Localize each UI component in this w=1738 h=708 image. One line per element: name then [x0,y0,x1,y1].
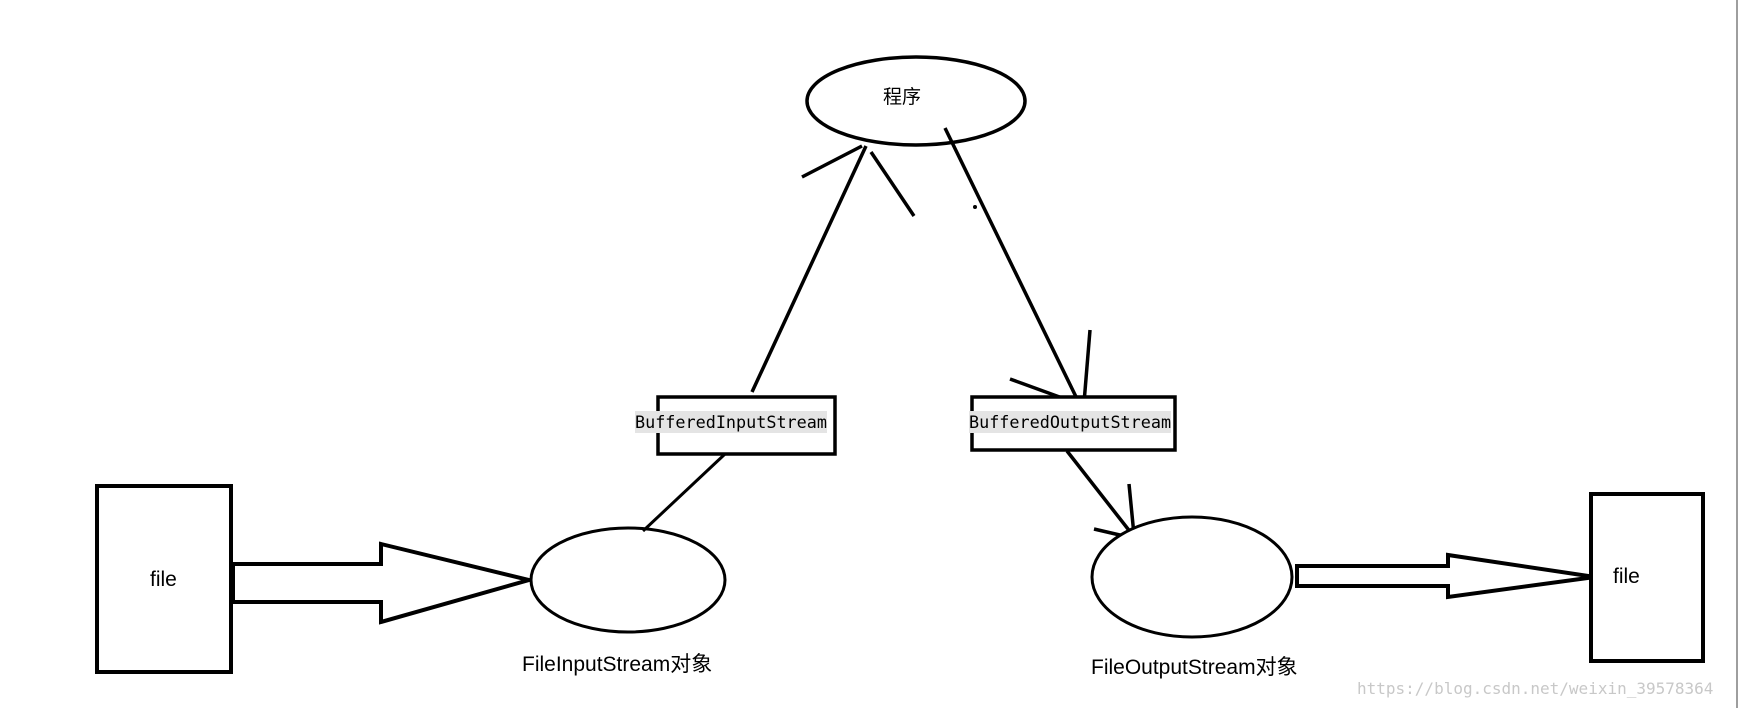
bos-arrow-head-right [1082,329,1092,404]
file-output-stream-ellipse [1090,515,1294,639]
file-left-box [95,484,233,674]
file-right-label: file [1613,565,1640,588]
line-bis-to-program [750,145,868,393]
file-output-stream-label: FileOutputStream对象 [1091,656,1298,679]
line-fis-to-bis [641,452,727,533]
file-right-box [1589,492,1705,663]
line-bos-to-fos [1065,449,1137,540]
fos-arrow-head-right [1127,483,1136,536]
program-label: 程序 [883,87,922,108]
file-input-stream-ellipse [529,526,727,634]
arrow-head-left-stroke [801,144,863,179]
buffered-output-label: BufferedOutputStream [969,411,1172,433]
csdn-watermark: https://blog.csdn.net/weixin_39578364 [1357,679,1714,698]
buffered-input-label: BufferedInputStream [635,411,827,433]
line-program-to-bos [943,127,1082,406]
file-left-label: file [150,568,177,591]
right-edge-strip [1736,0,1738,708]
file-input-stream-label: FileInputStream对象 [522,653,713,676]
stray-dot [973,205,977,209]
hollow-arrow-right [1295,552,1596,600]
program-ellipse [805,55,1027,147]
hollow-arrow-left [231,541,537,625]
arrow-head-right-stroke [869,151,916,217]
